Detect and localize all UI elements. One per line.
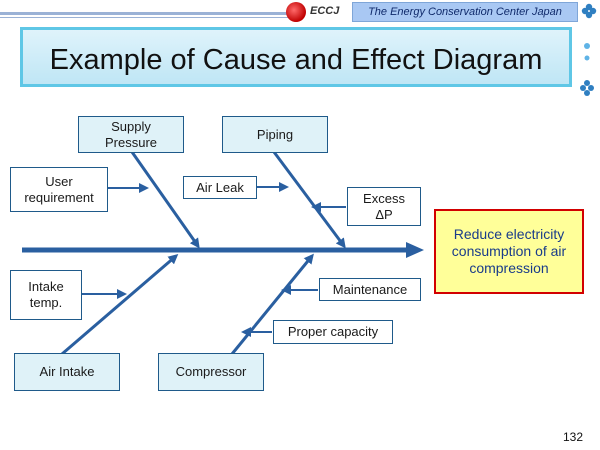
- page-number: 132: [563, 430, 584, 444]
- cause-maintenance-label: Maintenance: [332, 281, 408, 297]
- header-rule: [0, 12, 300, 15]
- cause-excess-dp-label: Excess ΔP: [363, 190, 405, 222]
- cause-proper-capacity-label: Proper capacity: [287, 324, 379, 339]
- decorative-dots-icon: [580, 43, 594, 96]
- cause-supply-pressure-label: Supply Pressure: [104, 118, 158, 150]
- title-box: Example of Cause and Effect Diagram: [20, 27, 572, 87]
- cause-intake-temp: Intake temp.: [10, 270, 82, 320]
- cause-piping-label: Piping: [256, 126, 294, 142]
- clover-icon: [581, 3, 597, 19]
- cause-compressor: Compressor: [158, 353, 264, 391]
- cause-user-requirement: User requirement: [10, 167, 108, 212]
- eccj-logo: ECCJ: [286, 2, 346, 22]
- bone-supply-pressure: [130, 151, 200, 249]
- bone-compressor: [230, 253, 314, 355]
- logo-text: ECCJ: [310, 5, 340, 17]
- org-name: The Energy Conservation Center Japan: [368, 6, 562, 18]
- logo-emblem-icon: [286, 2, 306, 22]
- cause-intake-temp-label: Intake temp.: [28, 279, 64, 310]
- cause-air-leak: Air Leak: [183, 176, 257, 199]
- page-title: Example of Cause and Effect Diagram: [49, 44, 543, 76]
- cause-proper-capacity: Proper capacity: [273, 320, 393, 344]
- cause-air-intake-label: Air Intake: [39, 364, 95, 379]
- header-rule-thin: [0, 17, 300, 18]
- cause-supply-pressure: Supply Pressure: [78, 116, 184, 153]
- cause-air-leak-label: Air Leak: [196, 179, 244, 195]
- cause-maintenance: Maintenance: [319, 278, 421, 301]
- cause-excess-dp: Excess ΔP: [347, 187, 421, 226]
- cause-user-requirement-label: User requirement: [24, 173, 94, 205]
- bone-piping: [272, 151, 346, 249]
- org-name-band: The Energy Conservation Center Japan: [352, 2, 578, 22]
- cause-piping: Piping: [222, 116, 328, 153]
- cause-air-intake: Air Intake: [14, 353, 120, 391]
- bone-air-intake: [61, 254, 179, 356]
- cause-compressor-label: Compressor: [175, 364, 247, 379]
- effect-label: Reduce electricity consumption of air co…: [451, 226, 567, 276]
- effect-box: Reduce electricity consumption of air co…: [434, 209, 584, 294]
